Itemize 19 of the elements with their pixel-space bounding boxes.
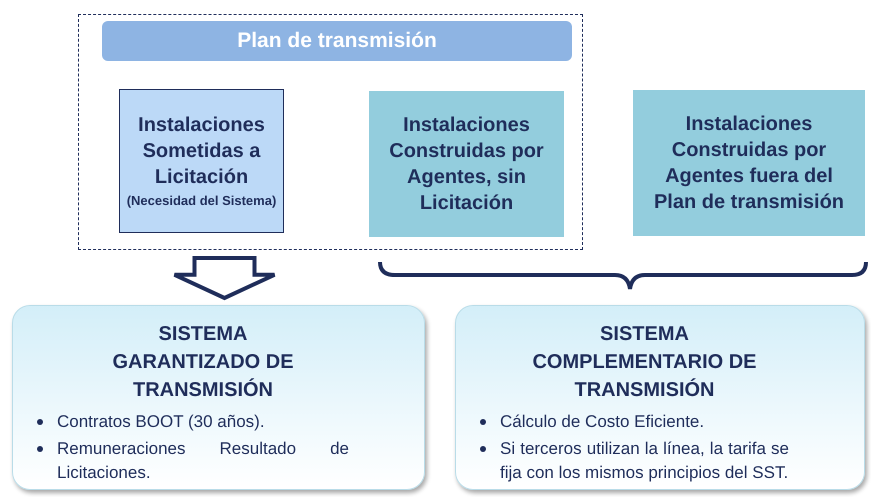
title-banner [102, 21, 572, 61]
block-arrow [172, 256, 276, 300]
info-panel [12, 305, 425, 490]
process-box [369, 91, 564, 237]
bullet-item: Si terceros utilizan la línea, la tarifa se fija con los mismos principios del SST. [500, 436, 789, 484]
box-title: Instalaciones Construidas por Agentes, sin Licitación [388, 113, 545, 216]
panel-heading: SISTEMA COMPLEMENTARIO DE TRANSMISIÓN [531, 322, 758, 403]
box-title: Instalaciones Construidas por Agentes fuera del Plan de transmisión [652, 112, 846, 215]
box-note: (Necesidad del Sistema) [126, 192, 276, 210]
banner-title: Plan de transmisión [237, 29, 437, 53]
process-box [119, 89, 284, 233]
bullet-item: Contratos BOOT (30 años). [57, 410, 349, 434]
panel-heading: SISTEMA GARANTIZADO DE TRANSMISIÓN [111, 322, 295, 403]
bullet-item: Remuneraciones Resultado de Licitaciones. [57, 436, 349, 484]
dashed-group-box [78, 14, 583, 250]
bullet-item: Cálculo de Costo Eficiente. [500, 410, 789, 434]
box-title: Instalaciones Sometidas a Licitación [137, 113, 266, 190]
process-box [633, 90, 865, 236]
info-panel [455, 305, 865, 490]
